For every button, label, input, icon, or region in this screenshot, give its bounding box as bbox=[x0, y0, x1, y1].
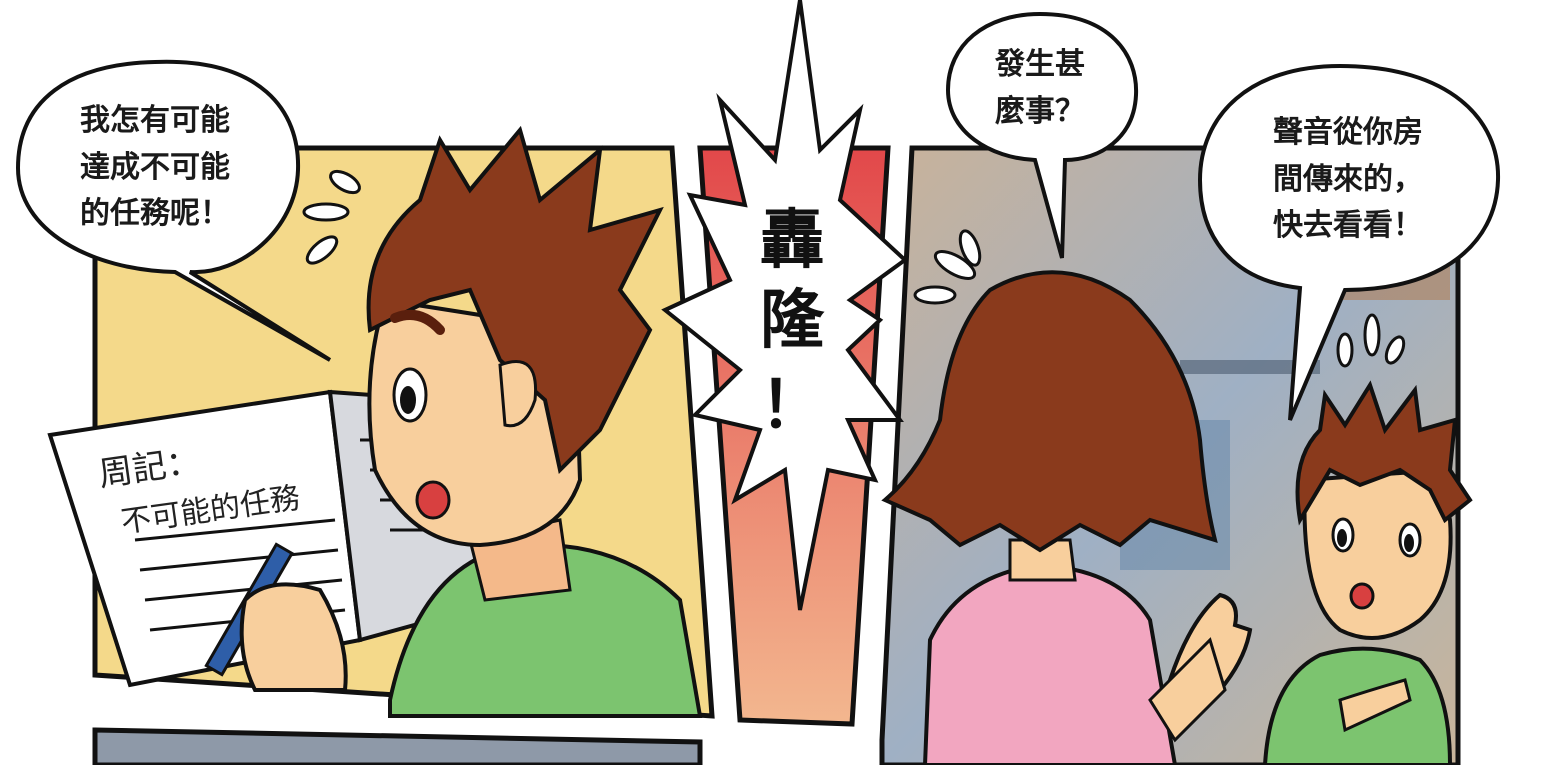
speech-text-boy-panel3: 聲音從你房 間傳來的， 快去看看！ bbox=[1273, 115, 1423, 243]
shelf-shape bbox=[1180, 360, 1320, 374]
small-boy-face bbox=[1302, 467, 1453, 640]
speech-text-mother: 發生甚 麼事？ bbox=[995, 47, 1085, 129]
sound-effect-line1: 轟 bbox=[760, 204, 824, 278]
eyebrow bbox=[390, 310, 445, 335]
sweat-drops bbox=[302, 169, 361, 265]
small-boy-sweat bbox=[1336, 313, 1406, 368]
sound-effect-line2: 隆 bbox=[760, 284, 824, 358]
hand bbox=[239, 582, 348, 692]
panel-4-frame bbox=[92, 727, 703, 768]
boy-hair bbox=[366, 125, 664, 475]
mouth bbox=[415, 480, 451, 520]
sound-effect-line3: ！ bbox=[760, 369, 824, 443]
mother-sweat bbox=[913, 229, 982, 305]
speech-bubble-boy bbox=[1197, 63, 1501, 421]
speech-text-boy-panel1: 我怎有可能 達成不可能 的任務呢！ bbox=[80, 103, 230, 231]
small-boy-hair bbox=[1295, 380, 1473, 526]
mother-hair bbox=[881, 270, 1218, 553]
speech-bubble-mother bbox=[945, 11, 1139, 259]
speech-bubble-1 bbox=[15, 59, 332, 362]
ear bbox=[498, 360, 538, 428]
burst-shape bbox=[661, 0, 909, 611]
